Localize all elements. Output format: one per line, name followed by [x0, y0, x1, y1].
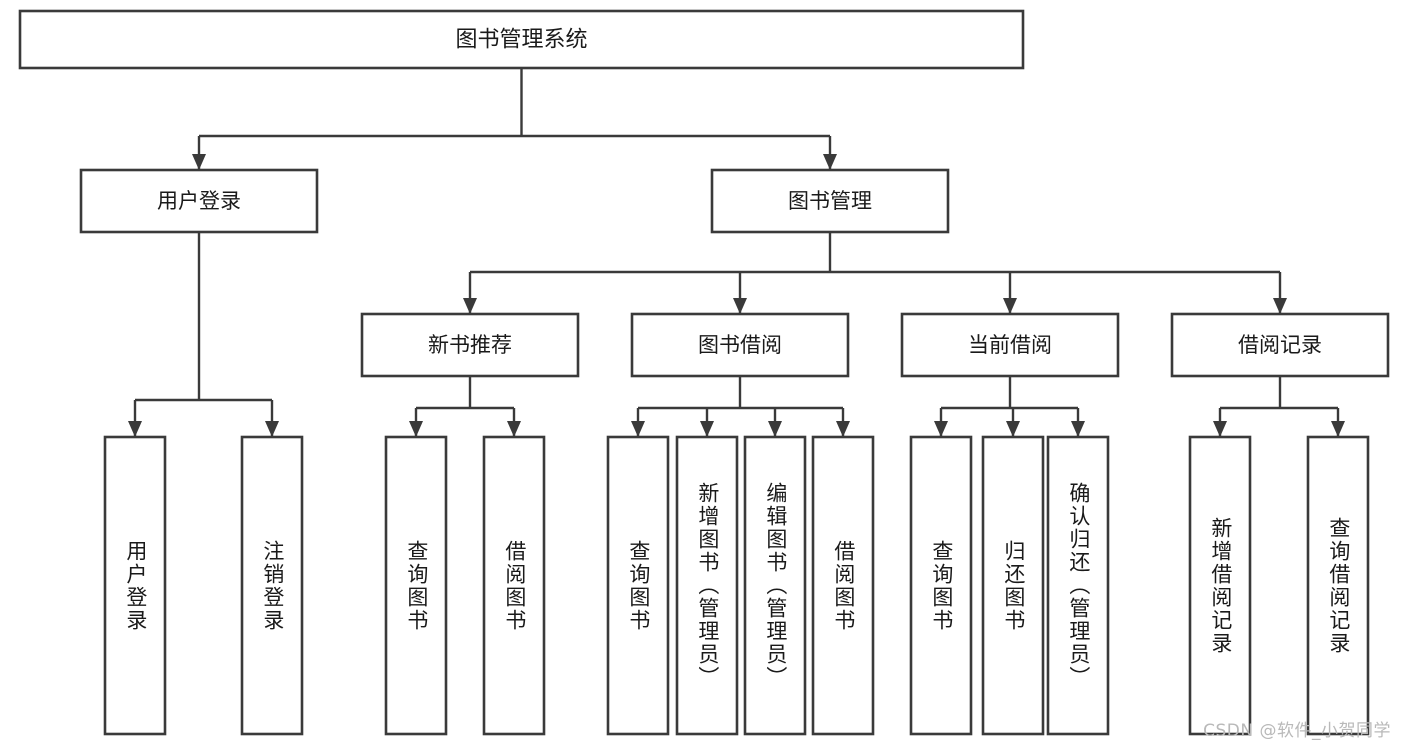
node-box-借阅图书[interactable]	[482, 435, 546, 736]
arrow-head	[823, 154, 837, 170]
node-leaf-查询图书[interactable]	[606, 435, 670, 736]
box-layer	[18, 9, 1390, 736]
node-box-编辑图书管理员[interactable]	[743, 435, 807, 736]
arrow-head	[409, 421, 423, 437]
node-leaf-借阅图书[interactable]	[811, 435, 875, 736]
node-label-新书推荐: 新书推荐	[428, 333, 512, 357]
arrow-head	[1071, 421, 1085, 437]
arrow-head	[1003, 298, 1017, 314]
node-root-图书管理系统[interactable]	[18, 9, 1025, 70]
node-box-查询图书[interactable]	[909, 435, 973, 736]
arrow-head	[934, 421, 948, 437]
node-l3-图书借阅[interactable]	[630, 312, 850, 378]
node-l2-图书管理[interactable]	[710, 168, 950, 234]
csdn-watermark: CSDN @软件_小贺同学	[1203, 721, 1391, 741]
node-l3-新书推荐[interactable]	[360, 312, 580, 378]
node-box-新书推荐[interactable]	[360, 312, 580, 378]
node-box-查询借阅记录[interactable]	[1306, 435, 1370, 736]
arrow-head	[768, 421, 782, 437]
node-box-借阅记录[interactable]	[1170, 312, 1390, 378]
node-box-当前借阅[interactable]	[900, 312, 1120, 378]
node-box-图书管理[interactable]	[710, 168, 950, 234]
node-box-查询图书[interactable]	[384, 435, 448, 736]
node-box-用户登录[interactable]	[103, 435, 167, 736]
connector-layer	[128, 68, 1345, 437]
arrow-head	[1273, 298, 1287, 314]
node-box-注销登录[interactable]	[240, 435, 304, 736]
node-box-新增借阅记录[interactable]	[1188, 435, 1252, 736]
arrow-head	[463, 298, 477, 314]
node-box-用户登录[interactable]	[79, 168, 319, 234]
node-leaf-用户登录[interactable]	[103, 435, 167, 736]
node-leaf-新增借阅记录[interactable]	[1188, 435, 1252, 736]
node-label-借阅记录: 借阅记录	[1238, 333, 1322, 357]
node-leaf-归还图书[interactable]	[981, 435, 1045, 736]
node-box-归还图书[interactable]	[981, 435, 1045, 736]
node-leaf-编辑图书管理员[interactable]	[743, 435, 807, 736]
arrow-head	[192, 154, 206, 170]
node-leaf-查询图书[interactable]	[384, 435, 448, 736]
node-label-当前借阅: 当前借阅	[968, 333, 1052, 357]
node-label-用户登录: 用户登录	[157, 189, 241, 213]
arrow-head	[836, 421, 850, 437]
node-leaf-查询图书[interactable]	[909, 435, 973, 736]
node-l3-当前借阅[interactable]	[900, 312, 1120, 378]
node-leaf-新增图书管理员[interactable]	[675, 435, 739, 736]
arrow-head	[733, 298, 747, 314]
arrow-head	[631, 421, 645, 437]
arrow-head	[1331, 421, 1345, 437]
arrow-head	[265, 421, 279, 437]
node-label-图书借阅: 图书借阅	[698, 333, 782, 357]
node-box-图书管理系统[interactable]	[18, 9, 1025, 70]
node-leaf-确认归还管理员[interactable]	[1046, 435, 1110, 736]
node-leaf-注销登录[interactable]	[240, 435, 304, 736]
node-box-借阅图书[interactable]	[811, 435, 875, 736]
node-l2-用户登录[interactable]	[79, 168, 319, 234]
node-box-新增图书管理员[interactable]	[675, 435, 739, 736]
arrow-head	[1006, 421, 1020, 437]
node-l3-借阅记录[interactable]	[1170, 312, 1390, 378]
arrow-head	[128, 421, 142, 437]
node-box-图书借阅[interactable]	[630, 312, 850, 378]
node-box-确认归还管理员[interactable]	[1046, 435, 1110, 736]
arrow-head	[700, 421, 714, 437]
node-leaf-借阅图书[interactable]	[482, 435, 546, 736]
node-box-查询图书[interactable]	[606, 435, 670, 736]
node-label-图书管理: 图书管理	[788, 189, 872, 213]
node-leaf-查询借阅记录[interactable]	[1306, 435, 1370, 736]
arrow-head	[1213, 421, 1227, 437]
arrow-head	[507, 421, 521, 437]
node-label-图书管理系统: 图书管理系统	[455, 28, 587, 53]
